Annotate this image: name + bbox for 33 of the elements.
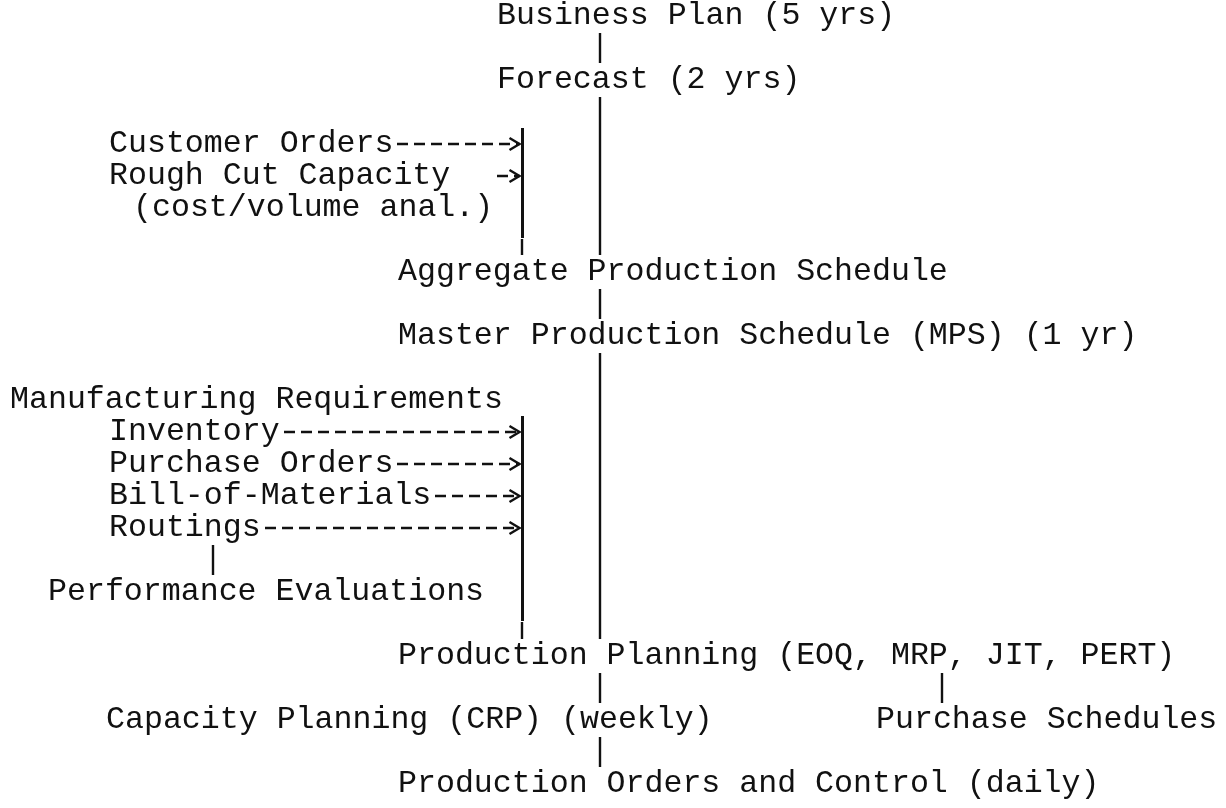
node-text: Customer Orders <box>109 128 394 160</box>
node-text: Routings <box>109 512 261 544</box>
arrow <box>397 456 521 472</box>
group-heading: Manufacturing Requirements <box>10 384 503 416</box>
node-text: Rough Cut Capacity <box>109 160 452 192</box>
connector-line <box>598 673 602 703</box>
connector-line <box>211 545 215 575</box>
node-text: Business Plan (5 yrs) <box>497 0 896 32</box>
arrow <box>397 136 521 152</box>
connector-line <box>598 289 602 319</box>
node-text: Purchase Orders <box>109 448 394 480</box>
node-text: Production Planning (EOQ, MRP, JIT, PERT) <box>398 640 1176 672</box>
node-text: Purchase Schedules <box>876 704 1218 736</box>
node-text: Capacity Planning (CRP) (weekly) <box>106 704 713 736</box>
connector-line <box>598 737 602 767</box>
node-text: Bill-of-Materials <box>109 480 432 512</box>
node-text: Inventory <box>109 416 280 448</box>
node-text: Forecast (2 yrs) <box>497 64 801 96</box>
node-text: Aggregate Production Schedule <box>398 256 948 288</box>
arrow <box>284 424 521 440</box>
arrow <box>265 520 521 536</box>
connector-line <box>598 353 602 639</box>
vertical-bar <box>520 128 524 238</box>
node-text: Production Orders and Control (daily) <box>398 768 1100 800</box>
connector-line <box>940 673 944 703</box>
arrow <box>497 168 521 184</box>
vertical-bar <box>520 416 524 621</box>
node-text: Performance Evaluations <box>48 576 485 608</box>
arrow <box>435 488 521 504</box>
node-text: (cost/volume anal.) <box>133 192 494 224</box>
connector-line <box>598 97 602 255</box>
connector-line <box>598 33 602 63</box>
node-text: Master Production Schedule (MPS) (1 yr) <box>398 320 1138 352</box>
